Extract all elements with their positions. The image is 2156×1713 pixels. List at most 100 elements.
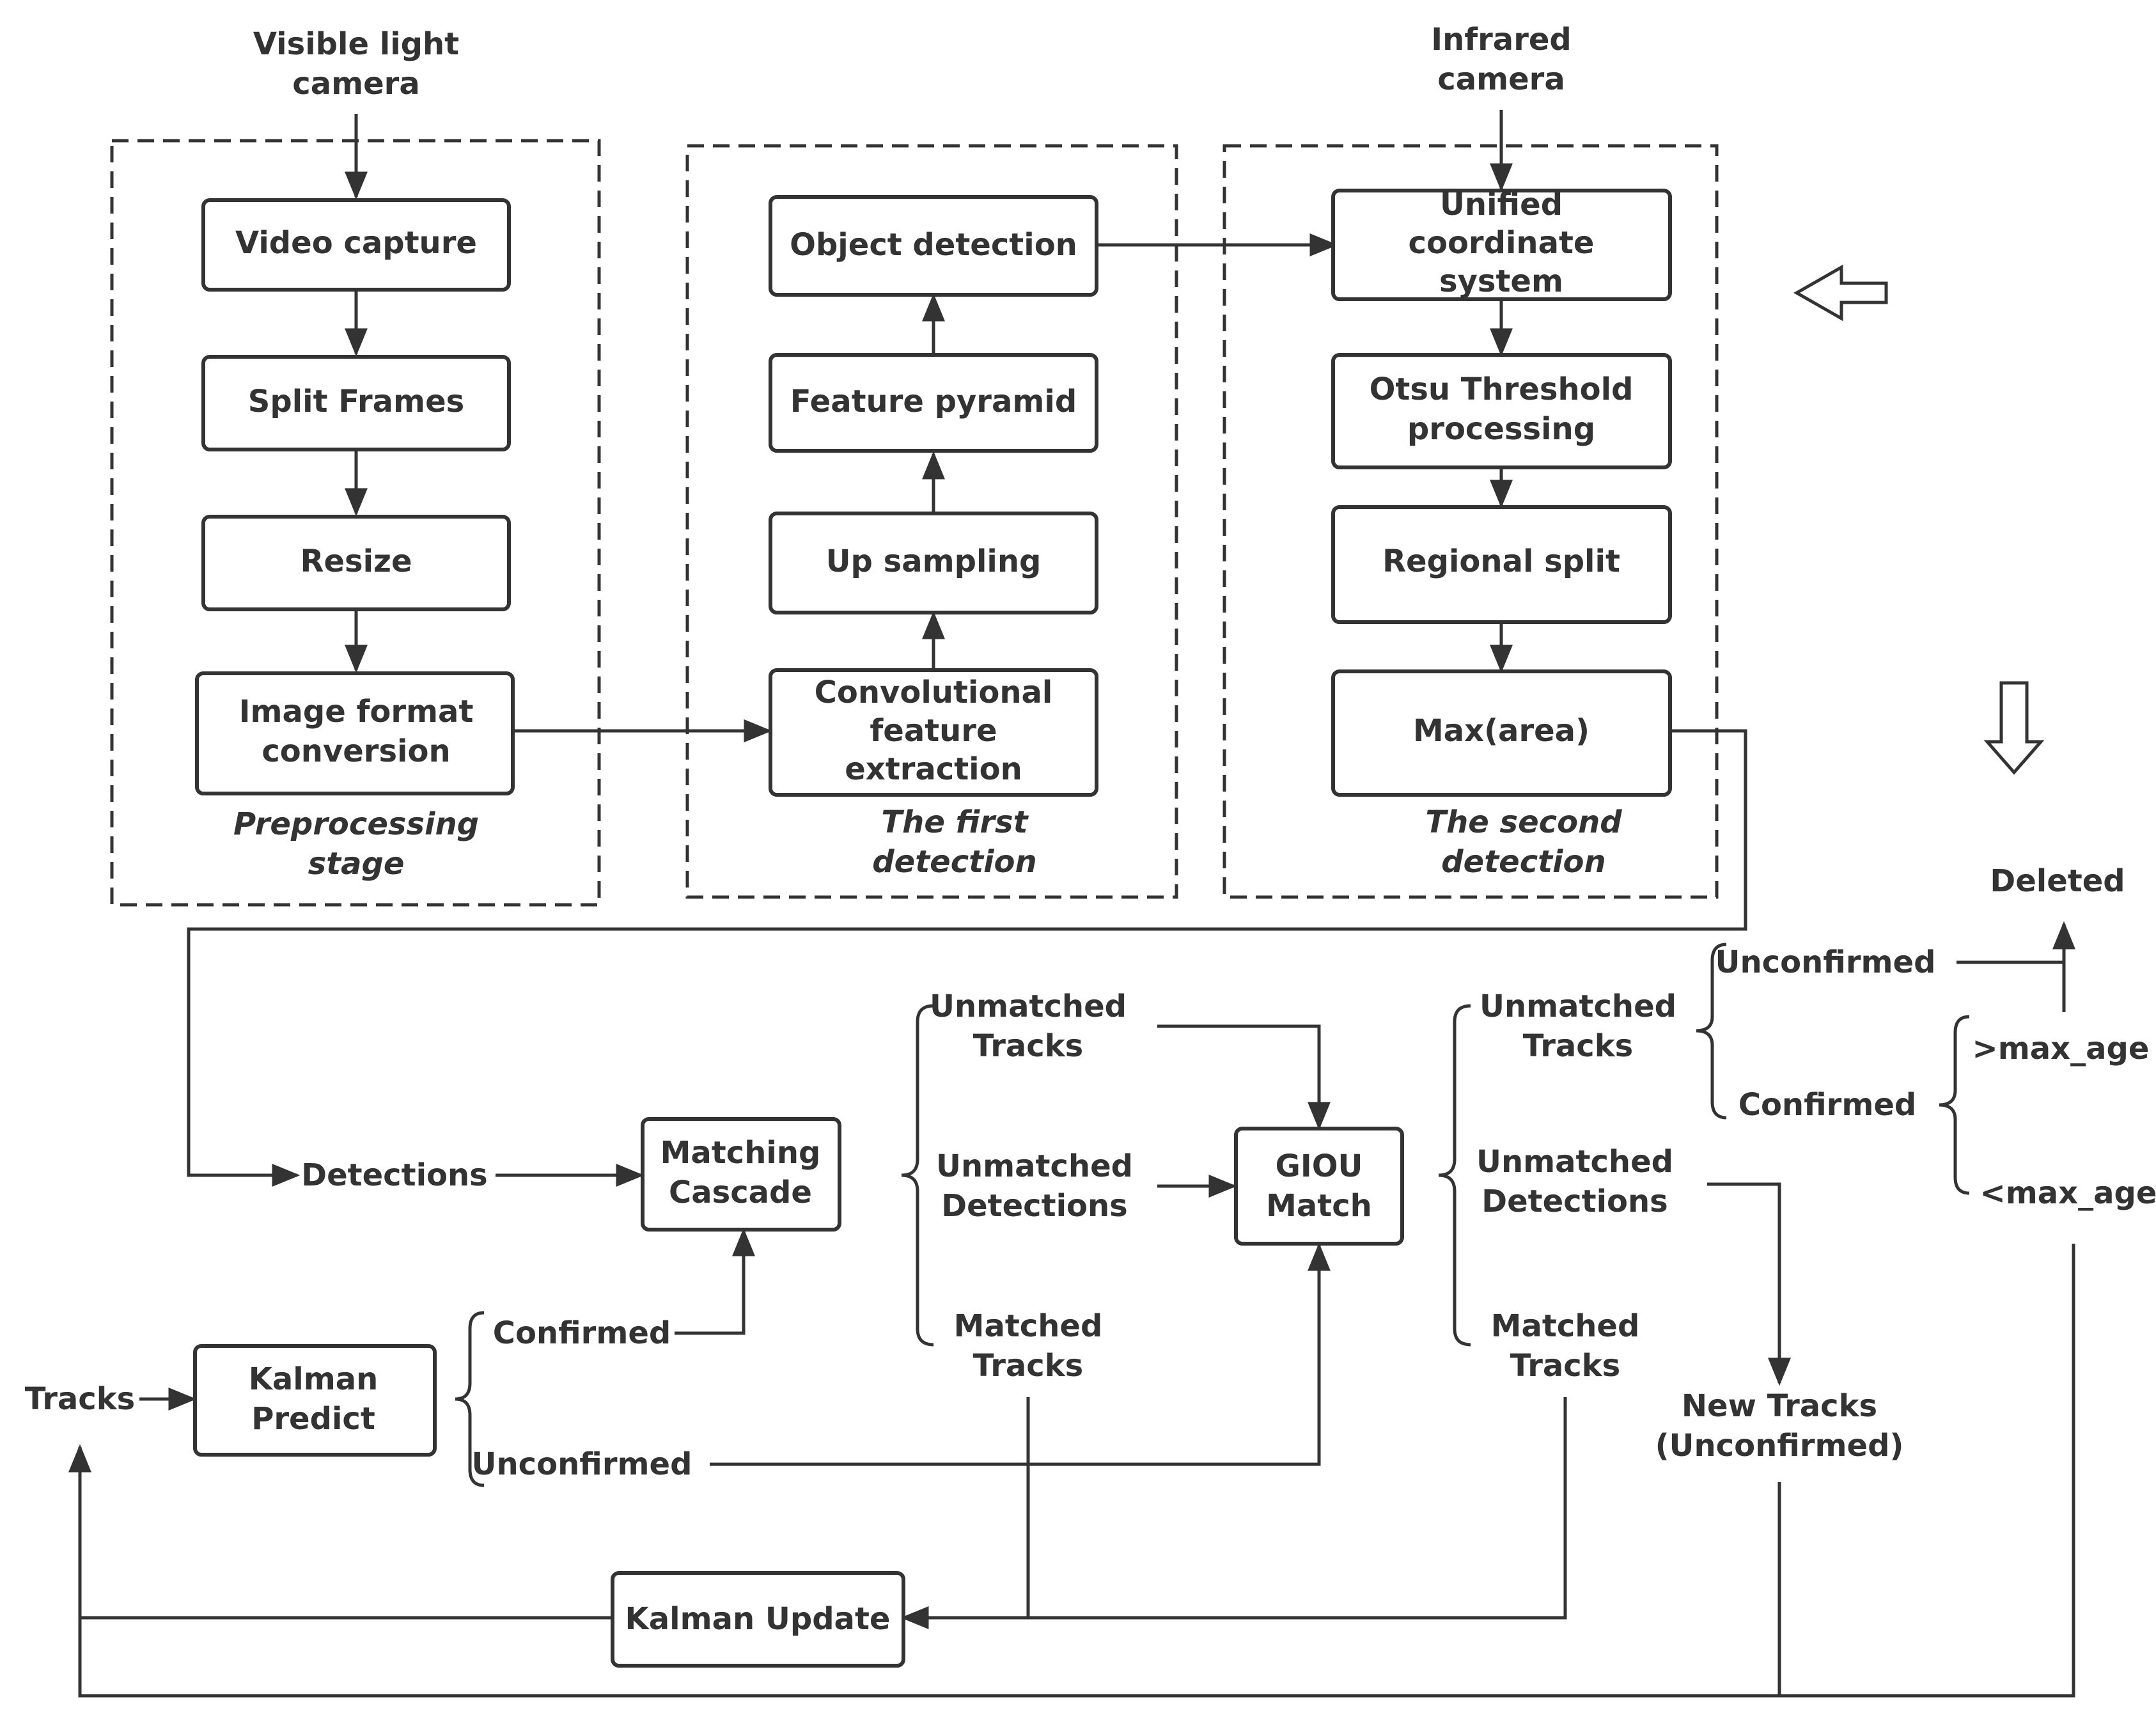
label-preprocessing-steps-split-frames: Split Frames (248, 384, 464, 419)
label-tracking-giou-unmatched-tracks-line-2: Tracks (1523, 1028, 1633, 1064)
label-preprocessing-steps-format-conversion-line-1: Image format (239, 694, 474, 730)
label-sources-visible-camera-line-2: camera (292, 66, 419, 102)
label-sources-infrared-camera-line-2: camera (1437, 61, 1565, 97)
label-first-detection-label-line-2: detection (872, 844, 1036, 880)
matching-cascade-box (641, 1117, 841, 1232)
label-tracking-matching-cascade-line-1: Matching (660, 1135, 821, 1171)
label-tracking-tracks-line-1: Tracks (25, 1381, 135, 1417)
brace-giou-results (1438, 1004, 1471, 1347)
convolutional-feature-extraction-box (769, 668, 1098, 797)
label-tracking-gt-max-age-line-1: >max_age (1972, 1031, 2150, 1067)
label-tracking-cascade-matched-tracks-line-2: Tracks (973, 1348, 1083, 1384)
label-tracking-giou-match-line-1: GIOU (1275, 1148, 1363, 1184)
split-frames-box (201, 355, 511, 451)
arrow-unconfirmed-to-deleted (1957, 921, 2075, 964)
label-preprocessing-label-line-2: stage (308, 846, 405, 882)
label-tracking-giou-unmatched-detections-line-2: Detections (1481, 1184, 1668, 1219)
label-first-detection-steps-conv-feature-line-1: Convolutional (815, 675, 1053, 710)
label-tracking-unconfirmed: Unconfirmed (472, 1446, 692, 1482)
label-tracking-new-tracks-line-2: (Unconfirmed) (1655, 1428, 1904, 1464)
label-preprocessing-steps-video-capture-line-1: Video capture (235, 225, 477, 261)
label-first-detection-steps-object-detection: Object detection (790, 227, 1077, 263)
brace-max-age-split (1939, 1015, 1970, 1195)
label-tracking-ut-unconfirmed-line-1: Unconfirmed (1715, 944, 1936, 980)
label-tracking-new-tracks: New Tracks(Unconfirmed) (1655, 1388, 1904, 1464)
otsu-threshold-box (1331, 353, 1672, 469)
label-second-detection-label-line-2: detection (1441, 844, 1605, 880)
connectors (68, 110, 2075, 1698)
label-preprocessing-label-line-1: Preprocessing (233, 806, 479, 842)
label-tracking-kalman-update-line-1: Kalman Update (625, 1601, 891, 1637)
label-tracking-lt-max-age-line-1: <max_age (1980, 1175, 2156, 1211)
label-tracking-kalman-predict-line-2: Predict (251, 1401, 375, 1437)
label-tracking-giou-matched-tracks-line-1: Matched (1491, 1308, 1640, 1344)
label-tracking-gt-max-age: >max_age (1972, 1031, 2150, 1067)
label-tracking-confirmed: Confirmed (493, 1315, 671, 1351)
label-sources-infrared-camera-line-1: Infrared (1431, 22, 1572, 58)
label-first-detection-steps-feature-pyramid: Feature pyramid (790, 384, 1077, 419)
label-tracking-ut-confirmed: Confirmed (1738, 1087, 1917, 1123)
label-second-detection-steps-regional-split: Regional split (1382, 544, 1620, 579)
label-second-detection-steps-max-area-line-1: Max(area) (1413, 713, 1590, 749)
label-tracking-deleted: Deleted (1990, 863, 2125, 899)
image-format-conversion-box (195, 671, 515, 795)
giou-match-box (1234, 1127, 1404, 1246)
arrow-matched-to-kalman-update (900, 1397, 1567, 1629)
brace-kalman-predict (455, 1311, 485, 1487)
label-tracking-ut-unconfirmed: Unconfirmed (1715, 944, 1936, 980)
label-second-detection-steps-unified-coords-line-3: system (1439, 263, 1563, 299)
label-tracking-unconfirmed-line-1: Unconfirmed (472, 1446, 692, 1482)
label-tracking-detections-line-1: Detections (301, 1157, 487, 1193)
resize-box (201, 515, 511, 611)
up-sampling-box (769, 512, 1098, 614)
label-first-detection-steps-conv-feature-line-2: feature (870, 713, 997, 749)
label-tracking-cascade-unmatched-tracks-line-1: Unmatched (930, 989, 1127, 1024)
label-tracking-kalman-predict-line-1: Kalman (249, 1361, 379, 1397)
label-tracking-giou-matched-tracks-line-2: Tracks (1510, 1348, 1620, 1384)
label-tracking-detections: Detections (301, 1157, 487, 1193)
label-tracking-cascade-matched-tracks-line-1: Matched (954, 1308, 1103, 1344)
second-detection-stage-frame (1223, 144, 1719, 899)
label-sources-visible-camera-line-1: Visible light (253, 26, 459, 62)
label-tracking-giou-unmatched-tracks-line-1: Unmatched (1480, 989, 1676, 1024)
arrow-unmatched-tracks-to-giou (1157, 1024, 1331, 1130)
brace-cascade-results (901, 1004, 934, 1347)
label-tracking-matching-cascade-line-2: Cascade (669, 1175, 812, 1210)
label-first-detection-steps-up-sampling: Up sampling (826, 544, 1042, 579)
arrow-max-to-detections (187, 729, 1747, 1187)
label-first-detection-steps-conv-feature-line-3: extraction (845, 751, 1022, 787)
label-preprocessing-label: Preprocessing stage (233, 806, 479, 882)
label-tracking-cascade-unmatched-detections-line-2: Detections (941, 1188, 1127, 1224)
braces (455, 943, 1970, 1487)
regional-split-box (1331, 505, 1672, 624)
kalman-predict-box (193, 1344, 437, 1457)
label-preprocessing-steps-format-conversion-line-2: conversion (262, 733, 450, 769)
unified-coordinate-system-box (1331, 189, 1672, 301)
tracking-arrow-icon (1983, 681, 2045, 775)
label-first-detection-steps-feature-pyramid-line-1: Feature pyramid (790, 384, 1077, 419)
detection-arrow-icon (1793, 264, 1888, 322)
label-sources-visible-camera: Visible light camera (253, 26, 459, 102)
label-second-detection-steps-otsu-line-2: processing (1407, 411, 1595, 447)
label-preprocessing-steps-split-frames-line-1: Split Frames (248, 384, 464, 419)
feature-pyramid-box (769, 353, 1098, 453)
label-tracking-deleted-line-1: Deleted (1990, 863, 2125, 899)
video-capture-box (201, 198, 511, 292)
label-tracking-cascade-unmatched-tracks-line-2: Tracks (973, 1028, 1083, 1064)
label-second-detection-steps-unified-coords-line-1: Unified (1440, 187, 1563, 223)
arrow-return-loop-to-tracks (68, 1244, 2075, 1698)
